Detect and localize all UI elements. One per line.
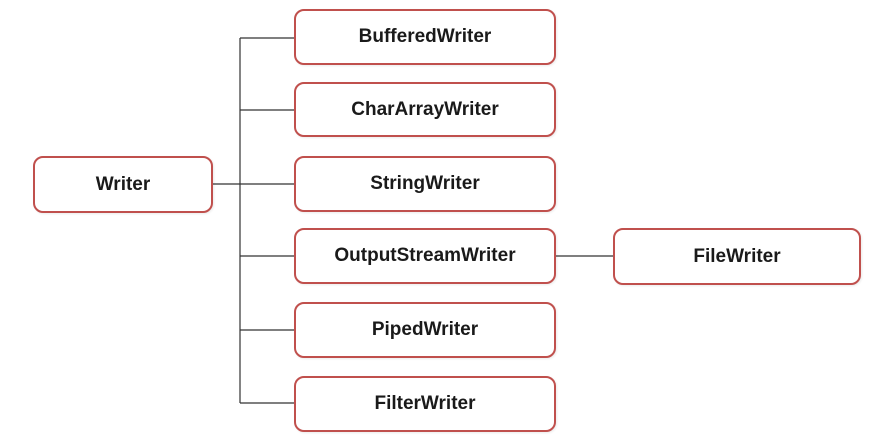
node-pipedwriter: PipedWriter	[294, 302, 556, 358]
node-filewriter: FileWriter	[613, 228, 861, 285]
node-bufferedwriter: BufferedWriter	[294, 9, 556, 65]
node-outputstreamwriter: OutputStreamWriter	[294, 228, 556, 284]
node-writer: Writer	[33, 156, 213, 213]
node-chararraywriter: CharArrayWriter	[294, 82, 556, 137]
node-filterwriter: FilterWriter	[294, 376, 556, 432]
node-stringwriter: StringWriter	[294, 156, 556, 212]
